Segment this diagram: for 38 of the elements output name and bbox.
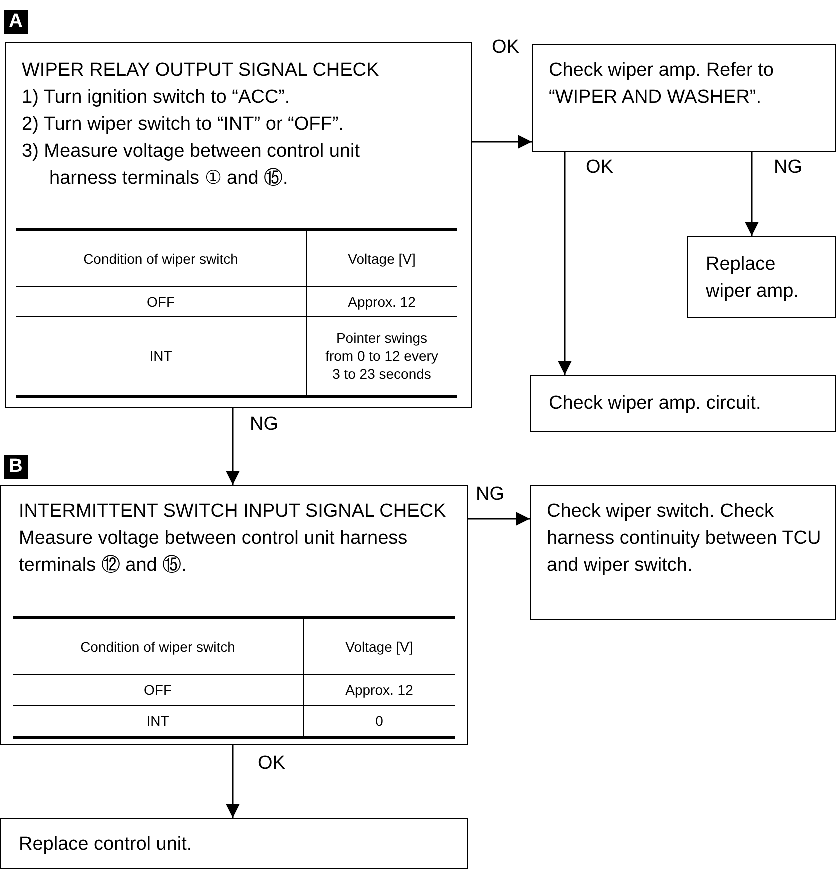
box-text: Check wiper amp. circuit. — [549, 392, 762, 416]
step-text: 1) Turn ignition switch to “ACC”. — [22, 86, 292, 110]
box-heading: INTERMITTENT SWITCH INPUT SIGNAL CHECK — [19, 500, 448, 524]
arrow — [558, 152, 572, 375]
arrow — [468, 512, 530, 526]
process-box — [0, 485, 468, 745]
table-cell: INT — [13, 706, 304, 738]
table-cell: Approx. 12 — [304, 674, 455, 706]
table-cell: Voltage [V] — [304, 618, 455, 674]
table-cell: INT — [16, 316, 306, 396]
arrow — [745, 152, 759, 236]
arrow — [226, 408, 240, 485]
step-text: 3) Measure voltage between control unit harness terminals ① and ⑮. — [22, 140, 361, 191]
process-box — [530, 485, 836, 620]
box-text: Replace wiper amp. — [706, 253, 800, 304]
process-box — [5, 42, 472, 408]
box-text: Check wiper amp. Refer to “WIPER AND WASHER”. — [549, 59, 775, 110]
arrow — [226, 745, 240, 818]
box-heading: WIPER RELAY OUTPUT SIGNAL CHECK — [22, 59, 380, 83]
process-box — [0, 818, 468, 869]
section-marker: B — [4, 455, 28, 479]
table-cell: 0 — [304, 706, 455, 738]
table-cell: Pointer swings from 0 to 12 every 3 to 23 seconds — [306, 316, 457, 396]
table-cell: OFF — [13, 674, 304, 706]
process-box — [530, 375, 836, 432]
table-cell: OFF — [16, 286, 306, 316]
process-box — [532, 44, 836, 152]
step-text: 2) Turn wiper switch to “INT” or “OFF”. — [22, 113, 345, 137]
box-text: Replace control unit. — [19, 833, 194, 857]
box-text: Check wiper switch. Check harness continuity between TCU and wiper switch. — [547, 500, 822, 578]
table-cell: Voltage [V] — [306, 230, 457, 286]
table-cell: Approx. 12 — [306, 286, 457, 316]
process-box — [687, 236, 836, 318]
arrow — [472, 135, 532, 149]
section-marker: A — [4, 10, 28, 34]
box-text: Measure voltage between control unit harness terminals ⑫ and ⑮. — [19, 527, 409, 578]
table-cell: Condition of wiper switch — [16, 230, 306, 286]
table-cell: Condition of wiper switch — [13, 618, 304, 674]
